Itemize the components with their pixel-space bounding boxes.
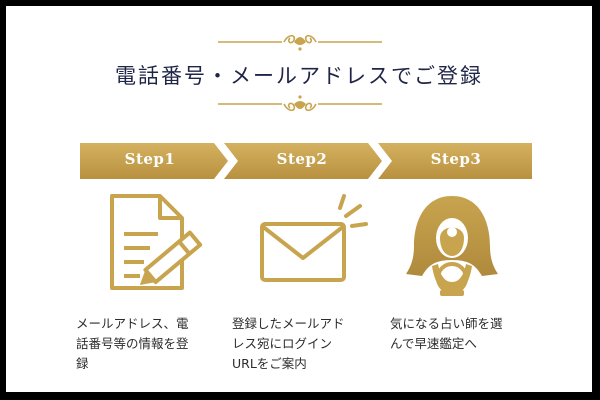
step3-desc-line: 気になる占い師を選 xyxy=(390,316,503,331)
content-frame: 電話番号・メールアドレスでご登録 Step1 Step2 Step3 xyxy=(6,6,592,392)
step1-description: メールアドレス、電 話番号等の情報を登 録 xyxy=(76,314,226,374)
step1-desc-line: 話番号等の情報を登 xyxy=(76,336,189,351)
step2-desc-line: 登録したメールアド xyxy=(232,316,345,331)
step3-desc-line: んで早速鑑定へ xyxy=(390,336,477,351)
step2-chevron xyxy=(224,143,382,179)
envelope-icon xyxy=(260,194,368,282)
step1-desc-line: 録 xyxy=(76,356,89,371)
step3-label: Step3 xyxy=(430,150,482,168)
step2-label: Step2 xyxy=(276,150,328,168)
fortune-teller-icon xyxy=(406,196,498,296)
step3-description: 気になる占い師を選 んで早速鑑定へ xyxy=(390,314,540,354)
step2-desc-line: レス宛にログイン xyxy=(232,336,333,351)
step2-desc-line: URLをご案内 xyxy=(232,356,307,371)
step1-label: Step1 xyxy=(124,150,176,168)
title-section: 電話番号・メールアドレスでご登録 xyxy=(6,6,592,126)
step1-chevron xyxy=(80,143,228,179)
step1-desc-line: メールアドレス、電 xyxy=(76,316,189,331)
steps-bar xyxy=(80,143,532,179)
step3-chevron xyxy=(378,143,532,179)
ornament-top-icon xyxy=(218,34,382,51)
document-pen-icon xyxy=(110,194,203,290)
page-title: 電話番号・メールアドレスでご登録 xyxy=(115,64,483,88)
step2-description: 登録したメールアド レス宛にログイン URLをご案内 xyxy=(232,314,382,374)
ornament-bottom-icon xyxy=(218,95,382,112)
